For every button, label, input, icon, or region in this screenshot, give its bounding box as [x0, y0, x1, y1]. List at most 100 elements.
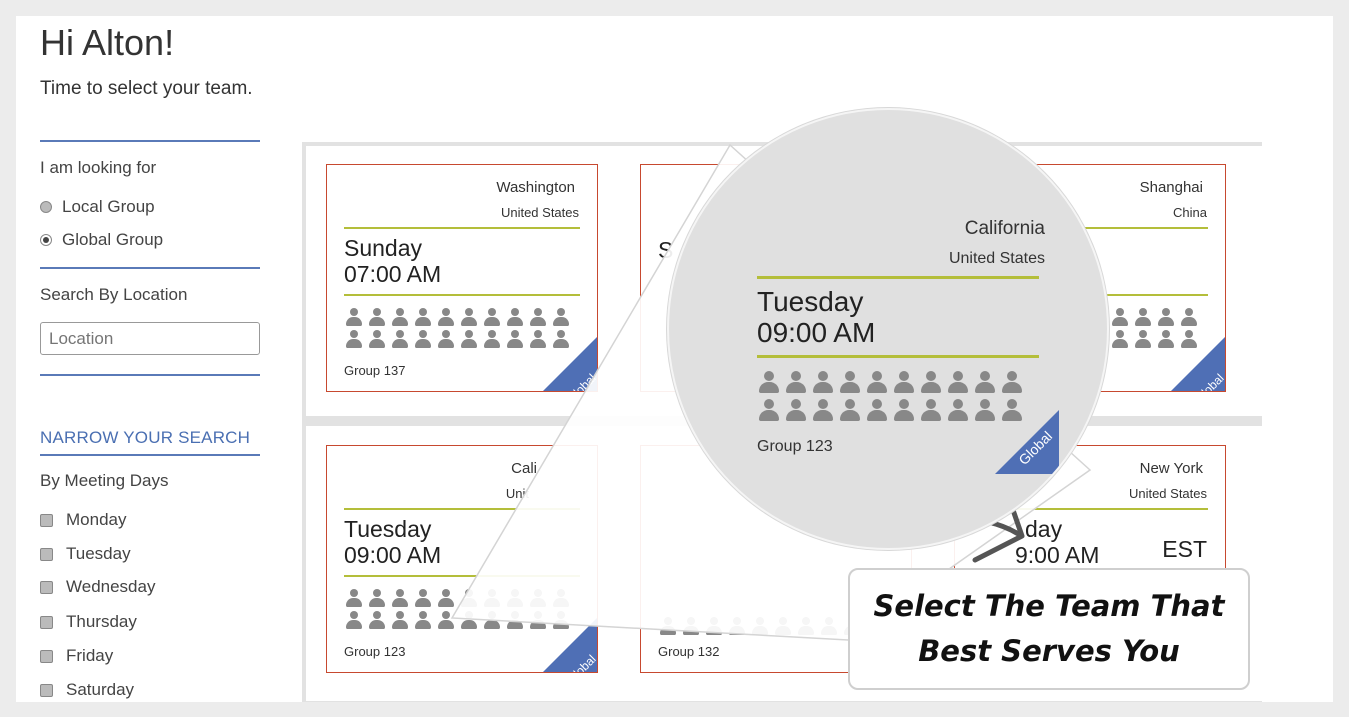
person-icon: [1156, 329, 1176, 349]
person-icon: [459, 588, 479, 608]
callout-line-2: Best Serves You: [918, 634, 1180, 668]
divider: [40, 267, 260, 269]
person-icon: [459, 307, 479, 327]
zoom-country: United States: [948, 250, 1045, 267]
card-time: 09:00 AM: [344, 542, 442, 568]
zoom-day: Tuesday: [757, 286, 864, 317]
person-icon: [1000, 370, 1024, 394]
member-row: [344, 307, 574, 329]
person-icon: [344, 329, 364, 349]
person-icon: [865, 370, 889, 394]
card-group: Group 137: [344, 363, 406, 378]
radio-label: Global Group: [62, 230, 164, 249]
meeting-days-label: By Meeting Days: [40, 471, 169, 490]
divider: [40, 454, 260, 456]
checkbox-label: Monday: [66, 510, 127, 529]
zoom-time: 09:00 AM: [757, 317, 876, 348]
card-day: day: [1025, 516, 1063, 542]
person-icon: [413, 588, 433, 608]
radio-selected-icon: [40, 234, 52, 246]
person-icon: [658, 616, 678, 636]
person-icon: [390, 588, 410, 608]
person-icon: [390, 329, 410, 349]
checkbox-icon: [40, 547, 53, 561]
person-icon: [505, 307, 525, 327]
card-timezone: EST: [1162, 536, 1207, 562]
person-icon: [919, 398, 943, 422]
checkbox-monday[interactable]: Monday: [40, 510, 126, 530]
card-day: Tuesday: [344, 516, 432, 542]
card-divider: [344, 227, 580, 229]
radio-local-group[interactable]: Local Group: [40, 197, 155, 217]
radio-icon: [40, 201, 52, 213]
checkbox-tuesday[interactable]: Tuesday: [40, 544, 131, 564]
person-icon: [505, 588, 525, 608]
person-icon: [838, 398, 862, 422]
divider: [40, 140, 260, 142]
member-row: [344, 329, 574, 351]
location-input[interactable]: [40, 322, 260, 355]
person-icon: [819, 616, 839, 636]
person-icon: [459, 329, 479, 349]
checkbox-thursday[interactable]: Thursday: [40, 612, 137, 632]
subtitle-text: Time to select your team.: [40, 78, 253, 99]
card-city: Shanghai: [1139, 179, 1203, 196]
person-icon: [727, 616, 747, 636]
person-icon: [946, 398, 970, 422]
person-icon: [892, 398, 916, 422]
zoom-members-grid: [757, 370, 1024, 426]
radio-label: Local Group: [62, 197, 155, 216]
greeting-heading: Hi Alton!: [40, 22, 175, 63]
members-grid: [344, 588, 574, 632]
checkbox-label: Thursday: [66, 612, 137, 631]
checkbox-saturday[interactable]: Saturday: [40, 680, 134, 700]
checkbox-friday[interactable]: Friday: [40, 646, 113, 666]
checkbox-label: Tuesday: [66, 544, 131, 563]
looking-for-label: I am looking for: [40, 158, 157, 177]
divider: [40, 374, 260, 376]
card-day: Sunday: [344, 235, 423, 261]
person-icon: [367, 307, 387, 327]
search-location-label: Search By Location: [40, 285, 188, 304]
radio-global-group[interactable]: Global Group: [40, 230, 163, 250]
checkbox-icon: [40, 580, 53, 594]
member-row: [757, 398, 1024, 426]
person-icon: [459, 610, 479, 630]
person-icon: [796, 616, 816, 636]
card-divider: [344, 294, 580, 296]
person-icon: [505, 329, 525, 349]
checkbox-label: Wednesday: [66, 577, 156, 596]
callout-line-1: Select The Team That: [873, 589, 1225, 623]
person-icon: [344, 588, 364, 608]
person-icon: [528, 588, 548, 608]
person-icon: [1156, 307, 1176, 327]
person-icon: [1110, 307, 1130, 327]
person-icon: [482, 329, 502, 349]
person-icon: [757, 370, 781, 394]
person-icon: [367, 610, 387, 630]
checkbox-icon: [40, 615, 53, 629]
person-icon: [413, 329, 433, 349]
checkbox-wednesday[interactable]: Wednesday: [40, 577, 155, 597]
person-icon: [436, 588, 456, 608]
person-icon: [1179, 307, 1199, 327]
global-ribbon: [1171, 337, 1225, 391]
person-icon: [390, 610, 410, 630]
person-icon: [551, 307, 571, 327]
members-grid: [344, 307, 574, 351]
person-icon: [390, 307, 410, 327]
card-group: Group 132: [658, 644, 720, 659]
person-icon: [436, 307, 456, 327]
card-day: S: [658, 237, 674, 263]
card-divider: [344, 575, 580, 577]
zoom-divider: [757, 355, 1039, 358]
person-icon: [482, 307, 502, 327]
person-icon: [946, 370, 970, 394]
zoom-global-ribbon: [995, 410, 1059, 474]
checkbox-icon: [40, 513, 53, 527]
